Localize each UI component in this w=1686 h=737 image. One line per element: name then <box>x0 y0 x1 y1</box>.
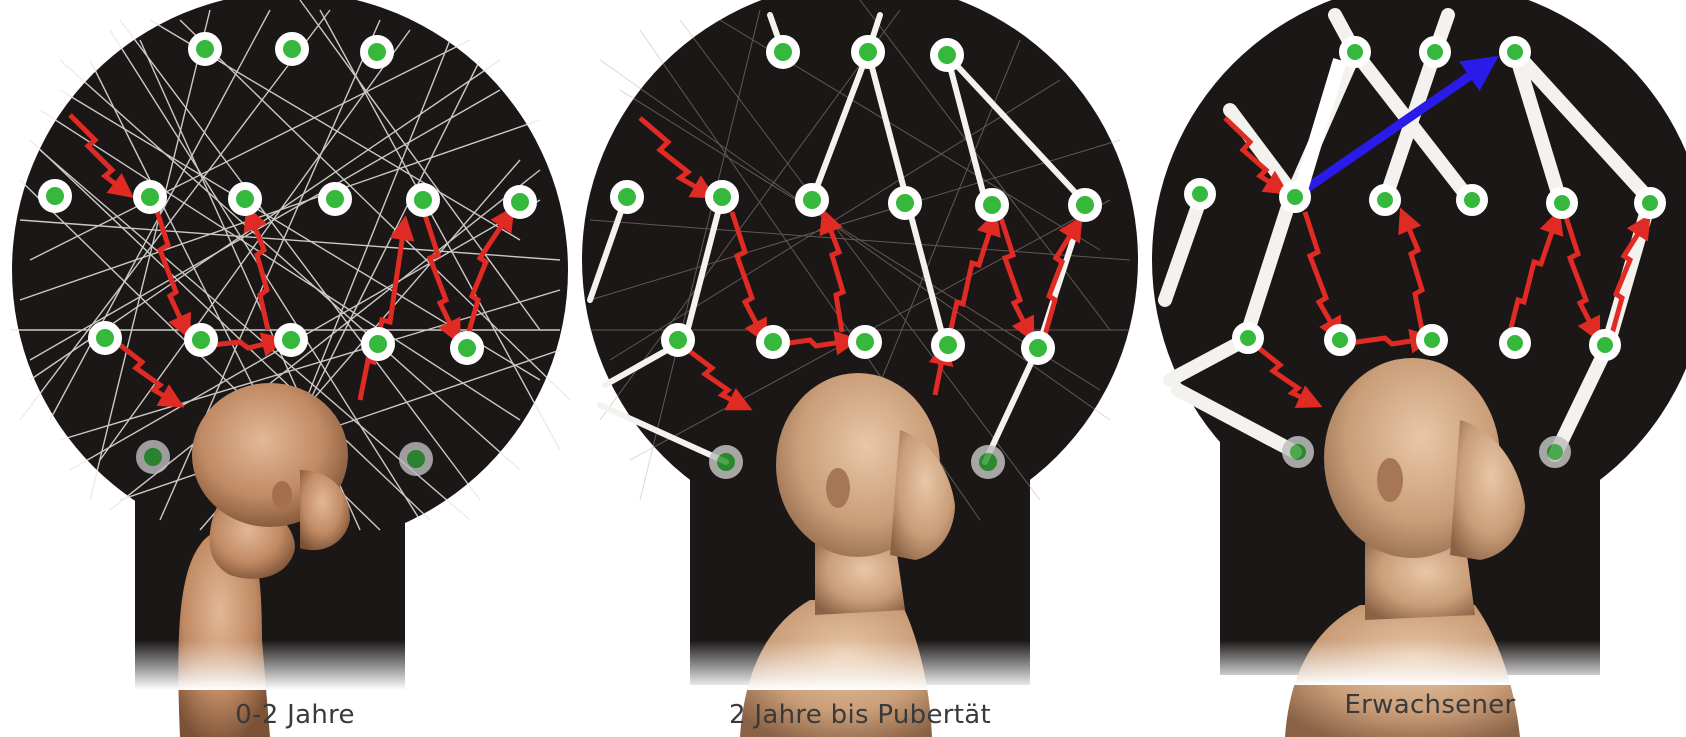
panel-adult <box>1152 0 1686 737</box>
caption-infant: 0-2 Jahre <box>195 700 395 730</box>
panel-infant <box>10 0 570 737</box>
caption-adult: Erwachsener <box>1320 690 1540 720</box>
caption-child: 2 Jahre bis Pubertät <box>700 700 1020 730</box>
panel-child <box>582 0 1138 737</box>
